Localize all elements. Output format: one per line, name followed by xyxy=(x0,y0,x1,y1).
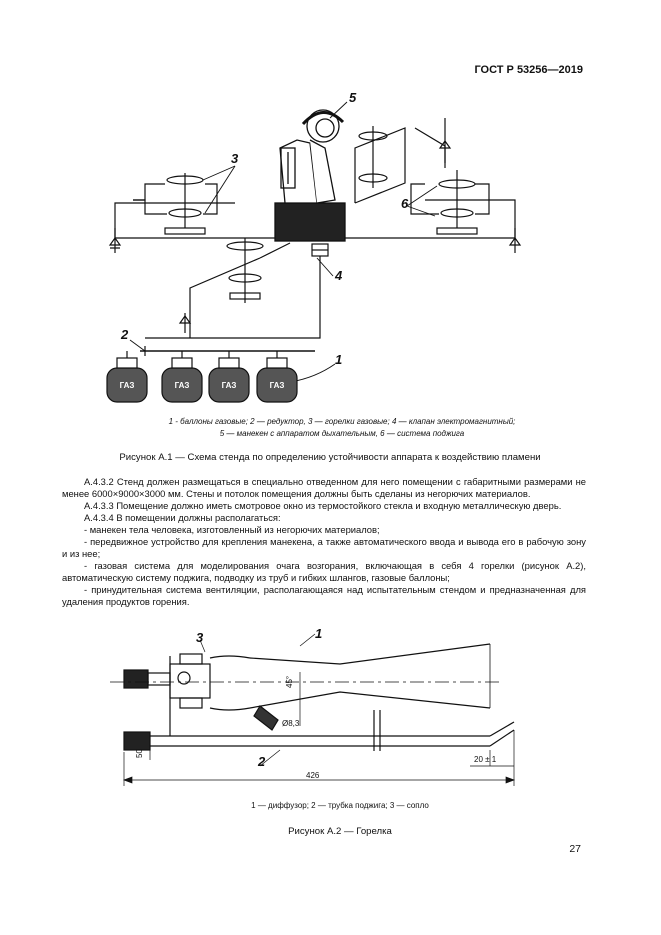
legend-line-2: 5 — манекен с аппаратом дыхательным, 6 —… xyxy=(219,429,465,438)
paragraph-a433: А.4.3.3 Помещение должно иметь смотровое… xyxy=(84,500,562,511)
burner-rear xyxy=(354,118,452,204)
callout-1: 1 xyxy=(335,352,342,367)
dimension-offset: 50 xyxy=(135,749,144,758)
figure-a1-legend: 1 - баллоны газовые; 2 — редуктор, 3 — г… xyxy=(92,416,592,440)
figure-a1-stand-diagram: ГАЗ ГАЗ ГАЗ ГАЗ 1 2 3 4 5 6 xyxy=(106,90,522,403)
figure-a2-legend: 1 — диффузор; 2 — трубка поджига; 3 — со… xyxy=(251,801,429,810)
tank-label: ГАЗ xyxy=(175,381,190,390)
tank-label: ГАЗ xyxy=(270,381,285,390)
figure-a2-caption: Рисунок А.2 — Горелка xyxy=(288,826,392,837)
figure-a2-burner-drawing: 426 20 ± 1 Ø8,3 45° 50 1 2 3 xyxy=(110,626,515,786)
mannequin-with-breathing-apparatus xyxy=(274,109,346,242)
callout-2: 2 xyxy=(120,327,129,342)
callout-3: 3 xyxy=(231,151,239,166)
callout-3: 3 xyxy=(196,630,204,645)
callout-6: 6 xyxy=(401,196,409,211)
callout-2: 2 xyxy=(257,754,266,769)
body-text: А.4.3.2 Стенд должен размещаться в специ… xyxy=(62,476,586,608)
callout-1: 1 xyxy=(315,626,322,641)
burner-left xyxy=(108,173,218,253)
burner-front xyxy=(178,238,291,333)
list-item: - передвижное устройство для крепления м… xyxy=(62,536,586,559)
dimension-tip: 20 ± 1 xyxy=(474,755,497,764)
dimension-angle: 45° xyxy=(285,676,294,688)
page-number: 27 xyxy=(569,843,581,855)
paragraph-a434: А.4.3.4 В помещении должны располагаться… xyxy=(84,512,281,523)
document-header: ГОСТ Р 53256—2019 xyxy=(474,64,583,76)
list-item: - газовая система для моделирования очаг… xyxy=(62,560,586,583)
dimension-diameter: Ø8,3 xyxy=(282,719,300,728)
list-item: - манекен тела человека, изготовленный и… xyxy=(84,524,380,535)
burner-right xyxy=(410,170,522,253)
callout-4: 4 xyxy=(334,268,343,283)
dimension-length: 426 xyxy=(306,771,320,780)
figure-a1-caption: Рисунок А.1 — Схема стенда по определени… xyxy=(119,452,541,463)
paragraph-a432: А.4.3.2 Стенд должен размещаться в специ… xyxy=(62,476,586,499)
tank-label: ГАЗ xyxy=(222,381,237,390)
callout-5: 5 xyxy=(349,90,357,105)
legend-line-1: 1 - баллоны газовые; 2 — редуктор, 3 — г… xyxy=(168,417,516,426)
tank-label: ГАЗ xyxy=(120,381,135,390)
list-item: - принудительная система вентиляции, рас… xyxy=(62,584,586,607)
gas-tanks xyxy=(106,351,298,403)
